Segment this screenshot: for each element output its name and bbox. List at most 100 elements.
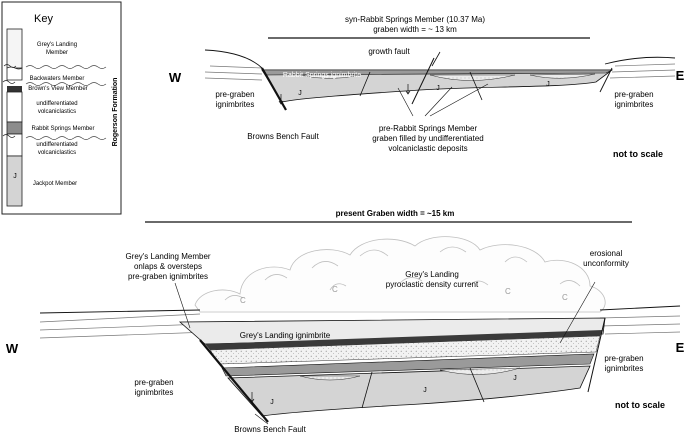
west-surface — [39, 309, 201, 314]
east-topography — [604, 56, 676, 65]
minor-fault — [469, 367, 485, 403]
top-title: syn-Rabbit Springs Member (10.37 Ma) — [345, 15, 485, 24]
volcaniclastic-lens — [529, 73, 596, 79]
greys-landing-ignimbrite-layer — [178, 317, 606, 345]
bottom-j-symbol: J — [423, 387, 427, 394]
west-topography — [204, 49, 263, 69]
key-label-undifferentiated-2: undifferentiated volcaniclastics — [36, 142, 77, 156]
text-line: pre-graben — [604, 354, 643, 363]
text-line: undifferentiated — [36, 142, 77, 148]
bottom-browns-bench-fault-label: Browns Bench Fault — [234, 425, 306, 434]
undifferentiated-unit-1 — [6, 91, 23, 123]
text-line: pre-graben ignimbrites — [128, 272, 208, 281]
key-jackpot-symbol: J — [13, 173, 17, 180]
browns-view-unit — [7, 86, 22, 92]
key-title: Key — [34, 13, 53, 25]
top-subtitle: graben width = ~ 13 km — [373, 25, 457, 34]
growth-fault-line — [411, 57, 435, 105]
text-line: ignimbrites — [135, 388, 174, 397]
browns-view-layer — [205, 330, 603, 350]
undifferentiated-unit-2 — [6, 133, 23, 157]
cloud-swirl: C — [562, 293, 568, 302]
unconformity-mark — [3, 64, 17, 68]
greys-landing-unit — [6, 28, 23, 69]
top-east-label: E — [676, 68, 685, 83]
leader-line — [429, 83, 489, 117]
text-line: Grey's Landing — [37, 42, 77, 48]
down-arrow — [405, 84, 411, 95]
top-scale-note: not to scale — [613, 149, 663, 159]
text-line: ignimbrites — [615, 100, 654, 109]
minor-fault — [469, 71, 483, 101]
rabbit-springs-layer — [221, 353, 595, 377]
pyroclastic-cloud — [194, 236, 606, 313]
east-bounding-fault-bottom — [587, 317, 606, 393]
volcaniclastic-lens — [299, 375, 361, 381]
text-line: pyroclastic density current — [386, 280, 479, 289]
text-line: Brown's View Member — [28, 86, 87, 92]
bottom-west-label: W — [6, 341, 19, 356]
cloud-swirl: C — [332, 285, 338, 294]
text-line: Rabbit Springs Member — [31, 126, 94, 132]
text-line: Backwaters Member — [30, 76, 85, 82]
rabbit-springs-unit — [6, 121, 23, 135]
text-line: ignimbrites — [605, 364, 644, 373]
top-cross-section: syn-Rabbit Springs Member (10.37 Ma) gra… — [169, 15, 685, 159]
cloud-swirl: C — [240, 296, 246, 305]
key-formation-label: Rogerson Formation — [112, 78, 119, 147]
text-line: onlaps & oversteps — [134, 262, 202, 271]
key-label-backwaters: Backwaters Member — [30, 76, 85, 82]
text-line: pre-Rabbit Springs Member — [379, 124, 478, 133]
backwaters-unit — [6, 66, 23, 81]
text-line: Jackpot Member — [33, 181, 77, 187]
top-j-symbol: J — [546, 81, 550, 88]
text-line: volcaniclastics — [38, 109, 76, 115]
top-j-symbol: J — [436, 85, 440, 92]
top-west-label: W — [169, 70, 182, 85]
growth-fault-label: growth fault — [368, 47, 410, 56]
bottom-j-symbol: J — [270, 399, 274, 406]
stratigraphic-column: J — [2, 28, 23, 207]
text-line: pre-graben — [614, 90, 653, 99]
divider: present Graben width = ~15 km — [145, 209, 632, 223]
text-line: Grey's Landing Member — [125, 252, 210, 261]
browns-bench-fault-bottom — [199, 339, 269, 423]
key-wavy-divider — [25, 82, 107, 86]
text-line: pre-graben — [215, 90, 254, 99]
leader-line — [424, 86, 453, 117]
top-browns-bench-fault-label: Browns Bench Fault — [247, 132, 319, 141]
minor-fault — [361, 371, 373, 409]
east-surface — [599, 305, 681, 311]
bottom-east-label: E — [676, 340, 685, 355]
text-line: ignimbrites — [216, 100, 255, 109]
rabbit-springs-ignimbrite-label: Rabbit Springs ignimbrite — [283, 72, 361, 79]
minor-fault — [359, 71, 371, 97]
text-line: erosional — [590, 249, 623, 258]
text-line: graben filled by undifferentiated — [372, 134, 484, 143]
text-line: Member — [46, 50, 68, 56]
fault-leader — [254, 413, 269, 425]
text-line: volcaniclastics — [38, 150, 76, 156]
key-label-browns-view: Brown's View Member — [28, 86, 87, 92]
key-wavy-divider — [25, 65, 107, 69]
cloud-swirl: C — [505, 287, 511, 296]
unconformity-mark — [2, 134, 16, 138]
down-arrow — [249, 392, 255, 403]
top-j-symbol: J — [298, 90, 302, 97]
key-label-jackpot: Jackpot Member — [33, 181, 77, 187]
pre-graben-strata-lines — [204, 63, 676, 81]
text-line: unconformity — [583, 259, 629, 268]
unconformity-mark — [2, 80, 16, 84]
leader-line — [397, 87, 414, 117]
key-label-rabbit-springs: Rabbit Springs Member — [31, 126, 94, 132]
text-line: pre-graben — [134, 378, 173, 387]
jackpot-unit — [6, 155, 23, 207]
